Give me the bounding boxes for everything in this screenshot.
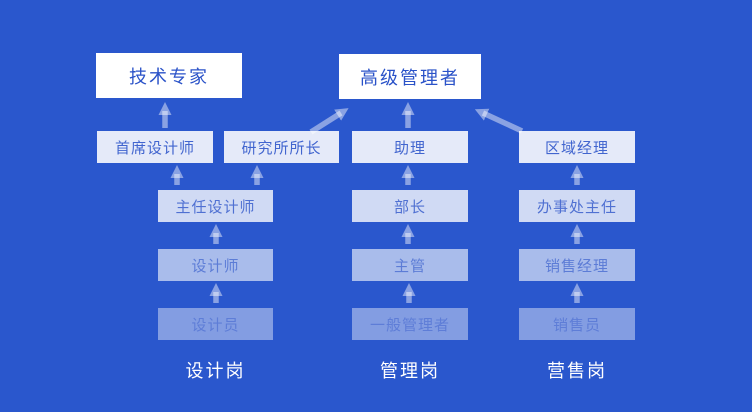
node-chief-designer: 首席设计师	[97, 131, 213, 163]
node-supervisor: 主管	[352, 249, 468, 281]
node-designer: 设计师	[158, 249, 273, 281]
node-office-director: 办事处主任	[519, 190, 635, 222]
node-regional-manager: 区域经理	[519, 131, 635, 163]
node-director-designer: 主任设计师	[158, 190, 273, 222]
node-general-manager: 一般管理者	[352, 308, 468, 340]
node-senior-manager: 高级管理者	[339, 54, 481, 99]
arrow-regional-manager-to-senior-manager	[474, 108, 524, 134]
node-sales-manager: 销售经理	[519, 249, 635, 281]
node-salesperson: 销售员	[519, 308, 635, 340]
arrow-institute-director-to-senior-manager	[309, 108, 349, 135]
node-minister: 部长	[352, 190, 468, 222]
node-junior-designer: 设计员	[158, 308, 273, 340]
column-label-management: 管理岗	[380, 361, 440, 381]
column-label-sales: 营售岗	[547, 361, 607, 381]
node-assistant: 助理	[352, 131, 468, 163]
column-label-design: 设计岗	[185, 361, 246, 381]
node-tech-expert: 技术专家	[96, 53, 242, 98]
node-institute-director: 研究所所长	[224, 131, 339, 163]
